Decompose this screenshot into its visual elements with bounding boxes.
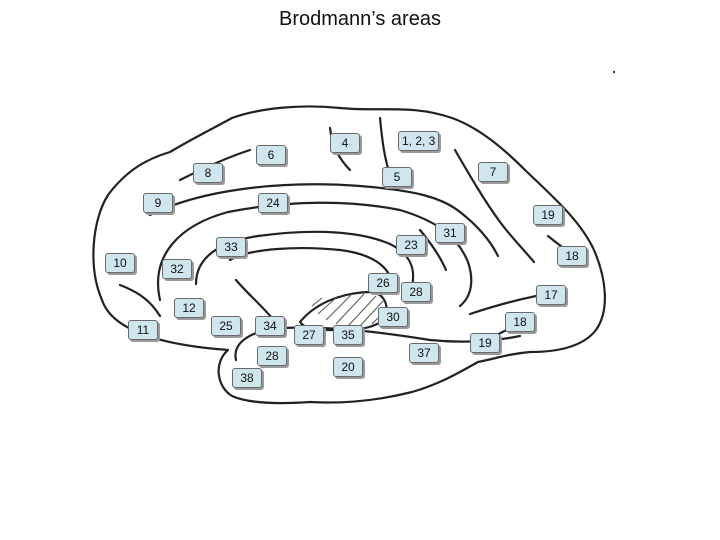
sulcus-4 xyxy=(118,283,162,318)
area-label: 37 xyxy=(409,343,439,363)
area-label: 19 xyxy=(533,205,563,225)
hemisphere-outline xyxy=(92,105,606,405)
area-label: 30 xyxy=(378,307,408,327)
stray-dot xyxy=(613,71,615,73)
area-label: 1, 2, 3 xyxy=(398,131,440,151)
area-label: 26 xyxy=(368,273,398,293)
area-label: 9 xyxy=(143,193,173,213)
area-label: 20 xyxy=(333,357,363,377)
parieto-occipital xyxy=(453,148,536,264)
area-label: 34 xyxy=(255,316,285,336)
area-label: 38 xyxy=(232,368,262,388)
area-label: 18 xyxy=(505,312,535,332)
area-label: 4 xyxy=(330,133,360,153)
sulcus-7 xyxy=(234,278,274,320)
area-label: 31 xyxy=(435,223,465,243)
area-label: 23 xyxy=(396,235,426,255)
callosum-inner xyxy=(194,230,415,288)
fornix xyxy=(228,247,394,284)
area-label: 24 xyxy=(258,193,288,213)
area-label: 10 xyxy=(105,253,135,273)
area-label: 19 xyxy=(470,333,500,353)
area-label: 11 xyxy=(128,320,158,340)
area-label: 7 xyxy=(478,162,508,182)
cingulate-sulcus xyxy=(148,183,500,258)
area-label: 27 xyxy=(294,325,324,345)
area-label: 6 xyxy=(256,145,286,165)
area-label: 28 xyxy=(257,346,287,366)
area-label: 5 xyxy=(382,167,412,187)
slide-title: Brodmann’s areas xyxy=(279,8,441,30)
area-label: 17 xyxy=(536,285,566,305)
area-label: 8 xyxy=(193,163,223,183)
area-label: 18 xyxy=(557,246,587,266)
callosum-contour xyxy=(157,201,473,308)
area-label: 25 xyxy=(211,316,241,336)
area-label: 33 xyxy=(216,237,246,257)
area-label: 12 xyxy=(174,298,204,318)
area-label: 32 xyxy=(162,259,192,279)
area-label: 28 xyxy=(401,282,431,302)
sulcus-5 xyxy=(418,228,448,272)
area-label: 35 xyxy=(333,325,363,345)
